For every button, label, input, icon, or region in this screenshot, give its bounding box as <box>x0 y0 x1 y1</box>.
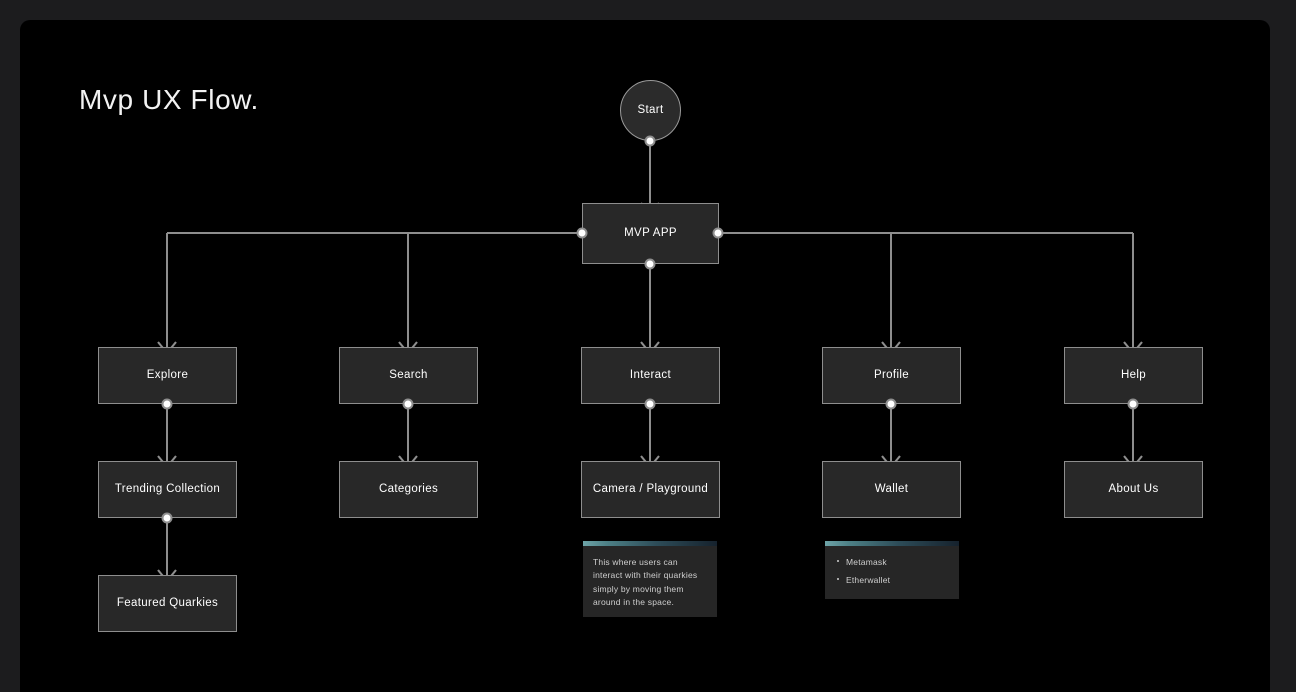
node-profile[interactable]: Profile <box>822 347 961 404</box>
note-accent-bar <box>825 541 959 546</box>
node-interact[interactable]: Interact <box>581 347 720 404</box>
page-title: Mvp UX Flow. <box>79 84 259 115</box>
node-interact-label: Interact <box>629 369 672 382</box>
node-trending-collection[interactable]: Trending Collection <box>98 461 237 518</box>
node-start-label: Start <box>637 104 664 117</box>
node-mvp-app[interactable]: MVP APP <box>582 203 719 264</box>
connector-dot-explore-bottom[interactable] <box>161 398 173 410</box>
list-item: Etherwallet <box>835 574 949 587</box>
node-profile-label: Profile <box>873 369 910 382</box>
node-help[interactable]: Help <box>1064 347 1203 404</box>
connector-dot-start-bottom[interactable] <box>644 135 656 147</box>
note-wallet-list: Metamask Etherwallet <box>835 556 949 588</box>
connector-dot-interact-bottom[interactable] <box>644 398 656 410</box>
node-featured-quarkies-label: Featured Quarkies <box>116 597 219 610</box>
node-start[interactable]: Start <box>620 80 681 141</box>
note-wallet-body: Metamask Etherwallet <box>825 546 959 599</box>
node-camera-playground[interactable]: Camera / Playground <box>581 461 720 518</box>
node-featured-quarkies[interactable]: Featured Quarkies <box>98 575 237 632</box>
note-wallet[interactable]: Metamask Etherwallet <box>825 541 959 599</box>
node-explore-label: Explore <box>146 369 189 382</box>
node-explore[interactable]: Explore <box>98 347 237 404</box>
node-trending-collection-label: Trending Collection <box>114 483 221 496</box>
note-accent-bar <box>583 541 717 546</box>
connector-dot-help-bottom[interactable] <box>1127 398 1139 410</box>
node-categories-label: Categories <box>378 483 439 496</box>
flow-canvas[interactable]: Mvp UX Flow. <box>20 20 1270 692</box>
node-categories[interactable]: Categories <box>339 461 478 518</box>
node-search-label: Search <box>389 369 428 382</box>
node-wallet-label: Wallet <box>874 483 909 496</box>
note-interact[interactable]: This where users can interact with their… <box>583 541 717 617</box>
node-camera-playground-label: Camera / Playground <box>592 483 709 496</box>
connector-dot-profile-bottom[interactable] <box>885 398 897 410</box>
connector-dot-search-bottom[interactable] <box>402 398 414 410</box>
node-wallet[interactable]: Wallet <box>822 461 961 518</box>
list-item: Metamask <box>835 556 949 569</box>
connector-dot-mvp-left[interactable] <box>576 227 588 239</box>
node-about-us[interactable]: About Us <box>1064 461 1203 518</box>
node-search[interactable]: Search <box>339 347 478 404</box>
connector-dot-mvp-right[interactable] <box>712 227 724 239</box>
node-about-us-label: About Us <box>1108 483 1159 496</box>
connector-dot-mvp-bottom[interactable] <box>644 258 656 270</box>
node-help-label: Help <box>1120 369 1147 382</box>
node-mvp-app-label: MVP APP <box>624 227 677 240</box>
connector-dot-trending-bottom[interactable] <box>161 512 173 524</box>
note-interact-text: This where users can interact with their… <box>593 557 698 608</box>
